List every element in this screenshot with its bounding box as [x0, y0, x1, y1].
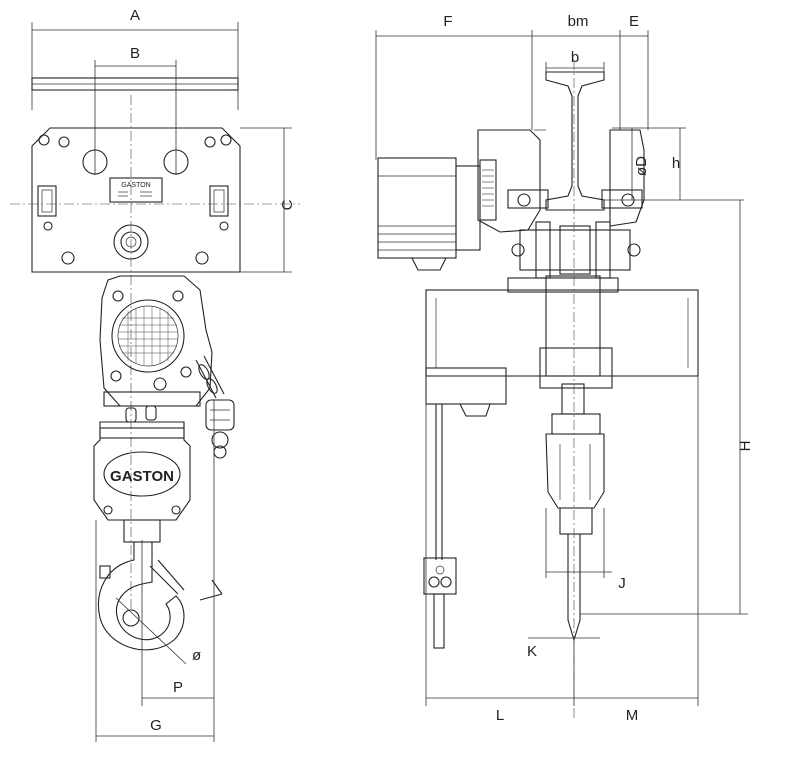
- dim-label-p: P: [173, 679, 183, 696]
- dim-label-b-flange: b: [571, 49, 579, 66]
- pendant-control: [423, 404, 457, 649]
- load-chain: [125, 405, 157, 423]
- hook-block-side: [545, 383, 605, 642]
- dimension-j: J: [545, 508, 626, 592]
- front-view: A B GAS: [10, 7, 300, 742]
- trolley-axle: [511, 221, 641, 279]
- dim-label-e: E: [629, 13, 639, 30]
- chain-front: [195, 355, 235, 459]
- dimension-bm: bm: [532, 13, 621, 130]
- hoist-body-front: [99, 275, 213, 407]
- dim-label-h-height: H: [737, 441, 754, 452]
- side-view: F bm E b: [375, 13, 754, 724]
- dim-label-c: C: [279, 199, 296, 210]
- dimension-e: E: [620, 13, 649, 130]
- trolley-frame-side: [477, 129, 645, 233]
- beam-front: [31, 77, 239, 91]
- dimension-m: M: [574, 376, 699, 724]
- dimension-k: K: [527, 637, 600, 660]
- dim-label-l: L: [496, 707, 504, 724]
- dimension-d: øD: [612, 127, 686, 200]
- dimension-h-height: H: [580, 200, 754, 615]
- dim-label-phi: ø: [192, 647, 201, 664]
- dim-label-bm: bm: [568, 13, 589, 30]
- dimension-p: P: [141, 400, 215, 706]
- dim-label-a: A: [130, 7, 140, 24]
- dim-label-h: h: [672, 155, 680, 172]
- motor-fan-grille: [118, 307, 178, 365]
- dimension-a: A: [31, 7, 239, 110]
- hook-block-text: GASTON: [110, 468, 174, 485]
- dim-label-f: F: [443, 13, 452, 30]
- hook-block: GASTON: [93, 421, 191, 543]
- plate-text: GASTON: [121, 182, 150, 189]
- dimension-c: C: [240, 127, 296, 273]
- hook-front: ø: [97, 541, 223, 665]
- dimension-f: F: [375, 13, 533, 160]
- dimension-h: h: [604, 128, 744, 201]
- dim-label-b: B: [130, 45, 140, 62]
- i-beam-section: [534, 71, 605, 211]
- dim-label-k: K: [527, 643, 537, 660]
- dim-label-d: øD: [633, 156, 650, 176]
- dim-label-m: M: [626, 707, 639, 724]
- dimension-b: B: [94, 45, 177, 175]
- dimension-g: G: [95, 520, 215, 742]
- travel-motor: [377, 157, 481, 271]
- dim-label-g: G: [150, 717, 162, 734]
- trolley-side-plate: GASTON: [31, 127, 241, 273]
- dim-label-j: J: [618, 575, 626, 592]
